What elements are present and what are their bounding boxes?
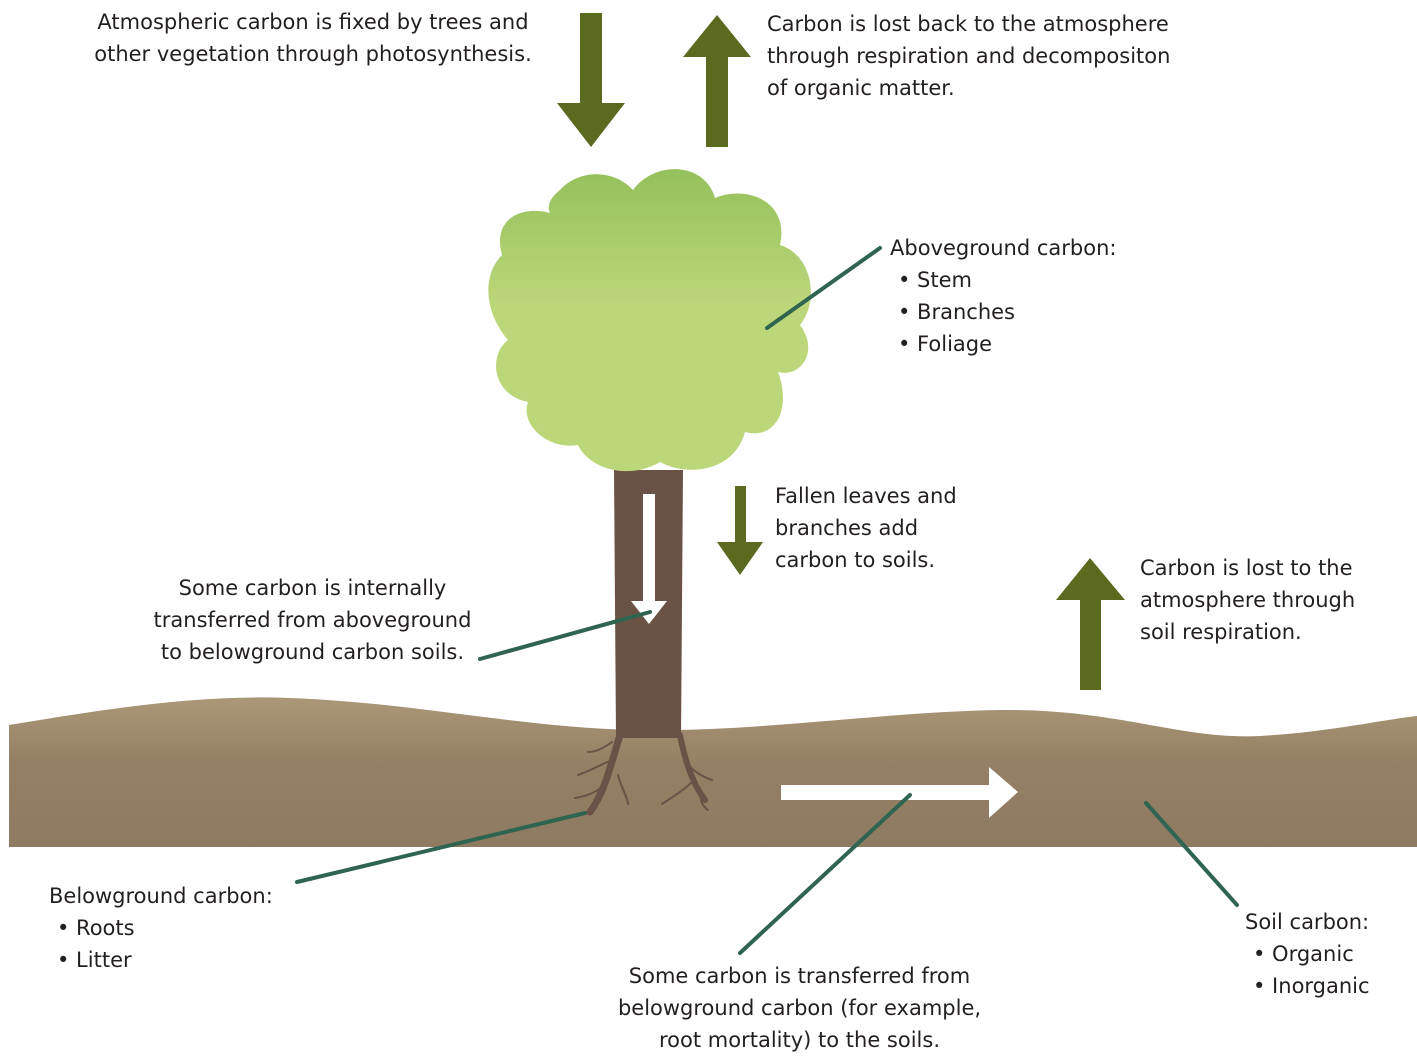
photosynthesis-down-arrow xyxy=(557,13,625,147)
label-line: Carbon is lost to the xyxy=(1140,556,1353,580)
internal-transfer-leader-line xyxy=(478,610,652,661)
label-line: root mortality) to the soils. xyxy=(659,1028,940,1052)
belowground-to-soil-arrow xyxy=(781,767,1018,818)
label-line: Fallen leaves and xyxy=(775,484,957,508)
internal-transfer-arrow xyxy=(631,494,667,624)
list-item-branches: • Branches xyxy=(898,300,1015,324)
label-line: Some carbon is transferred from xyxy=(628,964,971,988)
label-line: other vegetation through photosynthesis. xyxy=(94,42,532,66)
label-line: carbon to soils. xyxy=(775,548,936,572)
list-item-litter: • Litter xyxy=(57,948,132,972)
tree-roots xyxy=(574,731,713,816)
label-heading: Aboveground carbon: xyxy=(890,236,1117,260)
label-heading: Belowground carbon: xyxy=(49,884,273,908)
aboveground-leader-line xyxy=(765,246,882,330)
list-item-organic: • Organic xyxy=(1253,942,1354,966)
label-line: belowground carbon (for example, xyxy=(617,996,982,1020)
label-line: of organic matter. xyxy=(767,76,955,100)
label-line: soil respiration. xyxy=(1140,620,1302,644)
label-line: Some carbon is internally xyxy=(178,576,447,600)
belowground-carbon-label: Belowground carbon: • Roots • Litter xyxy=(49,880,273,976)
leader-lines xyxy=(295,246,1239,955)
list-item-foliage: • Foliage xyxy=(898,332,993,356)
soil-ground xyxy=(9,697,1417,847)
internal-transfer-label: Some carbon is internally transferred fr… xyxy=(135,572,490,668)
aboveground-carbon-label: Aboveground carbon: • Stem • Branches • … xyxy=(890,232,1116,360)
label-line: to belowground carbon soils. xyxy=(160,640,465,664)
tree-canopy xyxy=(488,169,811,472)
soil-carbon-label: Soil carbon: • Organic • Inorganic xyxy=(1245,906,1370,1002)
transfer-to-soils-leader-line xyxy=(738,793,912,955)
label-line: Atmospheric carbon is fixed by trees and xyxy=(97,10,529,34)
photosynthesis-label: Atmospheric carbon is fixed by trees and… xyxy=(68,6,558,70)
respiration-up-arrow xyxy=(683,15,751,147)
soil-carbon-leader-line xyxy=(1144,801,1239,907)
fallen-leaves-label: Fallen leaves and branches add carbon to… xyxy=(775,480,957,576)
soil-respiration-up-arrow xyxy=(1056,558,1125,690)
fallen-leaves-down-arrow xyxy=(717,486,763,575)
label-line: transferred from aboveground xyxy=(153,608,472,632)
list-item-roots: • Roots xyxy=(57,916,135,940)
list-item-stem: • Stem xyxy=(898,268,973,292)
label-line: branches add xyxy=(775,516,919,540)
label-heading: Soil carbon: xyxy=(1245,910,1370,934)
respiration-decomposition-label: Carbon is lost back to the atmosphere th… xyxy=(767,8,1170,104)
label-line: atmosphere through xyxy=(1140,588,1356,612)
label-line: Carbon is lost back to the atmosphere xyxy=(767,12,1169,36)
soil-respiration-label: Carbon is lost to the atmosphere through… xyxy=(1140,552,1355,648)
belowground-leader-line xyxy=(295,811,587,884)
label-line: through respiration and decompositon xyxy=(767,44,1171,68)
list-item-inorganic: • Inorganic xyxy=(1253,974,1370,998)
transfer-to-soils-label: Some carbon is transferred from belowgro… xyxy=(582,960,1017,1056)
